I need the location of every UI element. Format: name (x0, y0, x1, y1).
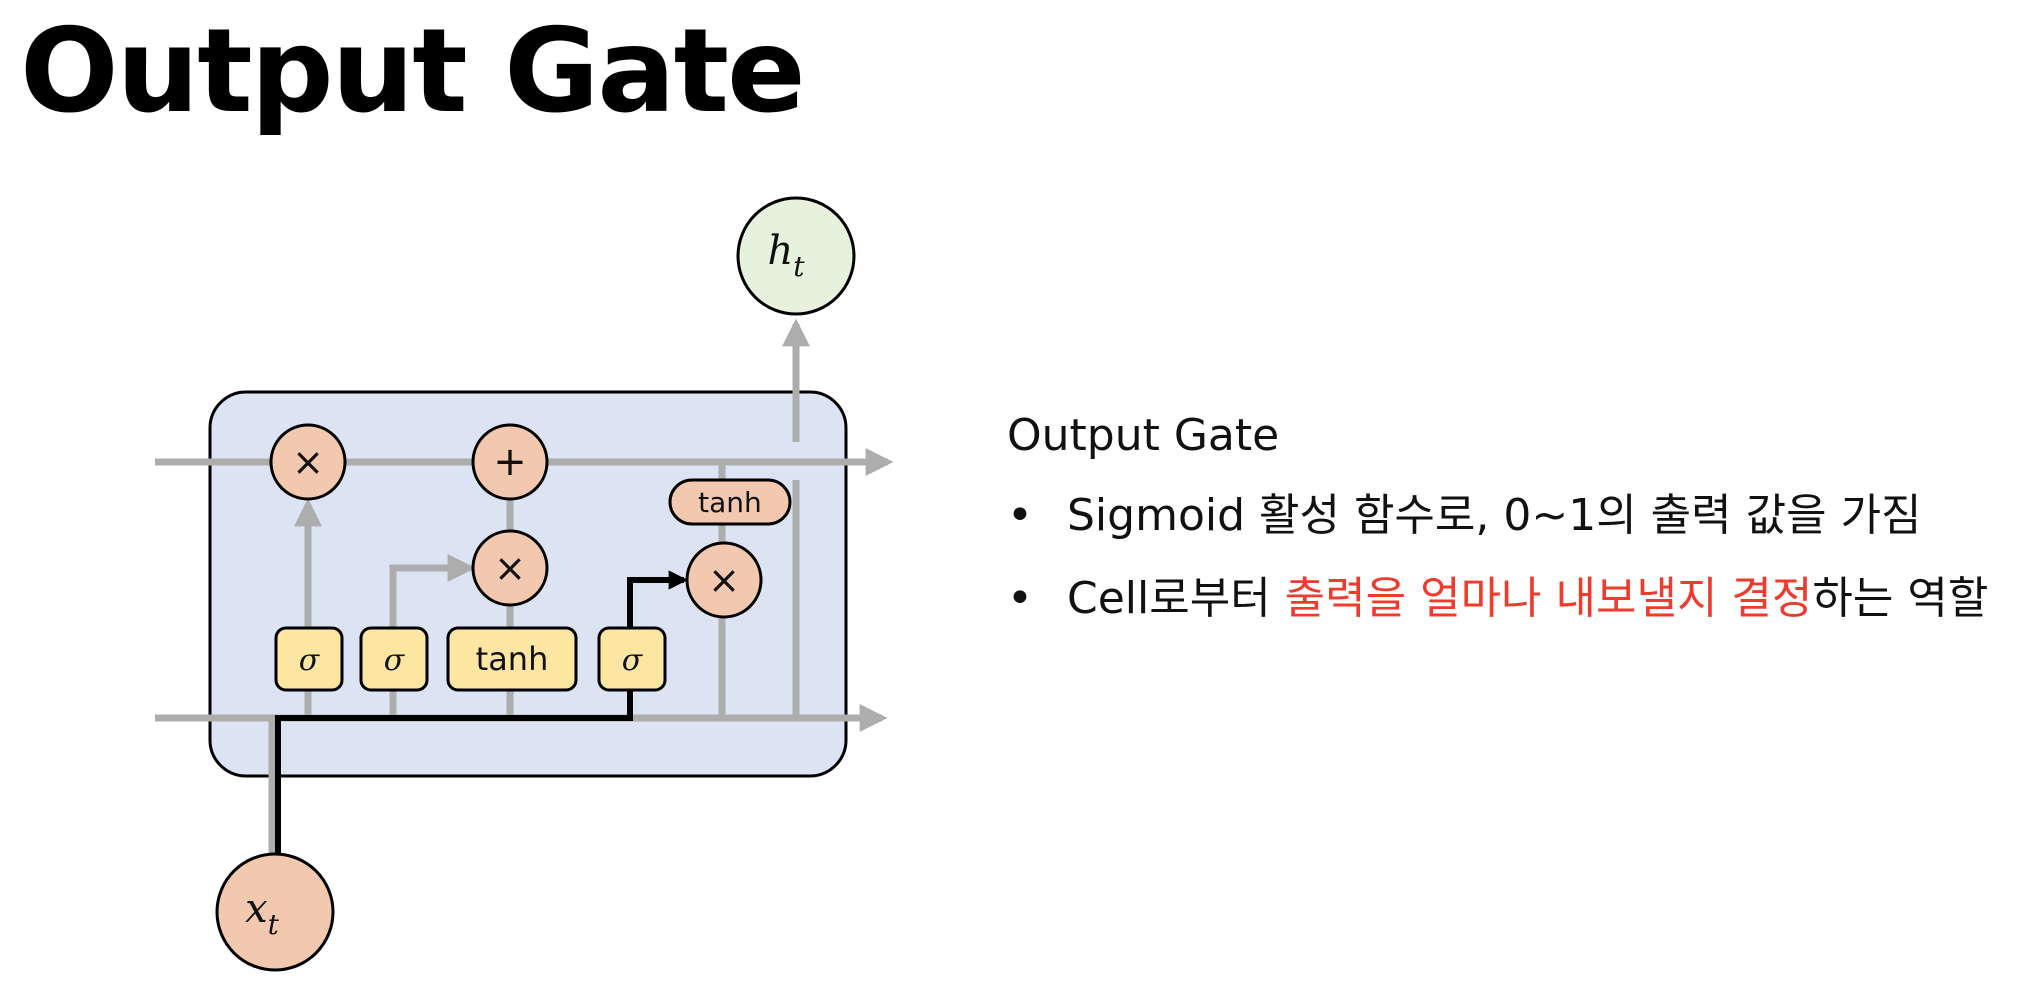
multiply-node-output: × (685, 541, 763, 619)
svg-text:×: × (494, 546, 526, 590)
svg-text:σ: σ (299, 643, 321, 678)
svg-text:σ: σ (622, 643, 644, 678)
output-gate-path (275, 570, 688, 856)
svg-text:×: × (292, 440, 324, 484)
add-node: + (471, 423, 549, 501)
page-title: Output Gate (20, 4, 806, 139)
output-node-ht: ht (736, 196, 856, 316)
bullet-suffix: 하는 역할 (1812, 573, 1989, 625)
svg-text:tanh: tanh (698, 486, 762, 519)
bullet-item: Sigmoid 활성 함수로, 0~1의 출력 값을 가짐 (1007, 485, 2007, 547)
multiply-node-forget: × (269, 423, 347, 501)
bullet-item: Cell로부터 출력을 얼마나 내보낼지 결정하는 역할 (1007, 568, 2007, 630)
panel-heading: Output Gate (1007, 410, 1280, 461)
svg-text:xt: xt (245, 886, 280, 941)
forget-gate-sigma-box: σ (274, 626, 344, 692)
svg-text:σ: σ (384, 643, 406, 678)
svg-text:ht: ht (767, 228, 805, 283)
multiply-node-input: × (471, 529, 549, 607)
svg-text:+: + (493, 439, 527, 485)
svg-text:×: × (708, 558, 740, 602)
input-gate-sigma-box: σ (359, 626, 429, 692)
bullet-text: Sigmoid 활성 함수로, 0~1의 출력 값을 가짐 (1067, 489, 1922, 541)
explanation-panel: Output Gate Sigmoid 활성 함수로, 0~1의 출력 값을 가… (1007, 405, 2007, 652)
tanh-op-node: tanh (668, 478, 792, 526)
lstm-output-gate-diagram: × + × × tanh σ σ tanh σ xt ht (155, 196, 894, 972)
output-gate-sigma-box: σ (597, 626, 667, 692)
candidate-tanh-box: tanh (446, 626, 578, 692)
svg-text:tanh: tanh (476, 640, 549, 678)
bullet-prefix: Cell로부터 (1067, 573, 1285, 625)
input-node-xt: xt (215, 852, 335, 972)
bullet-highlight: 출력을 얼마나 내보낼지 결정 (1284, 573, 1813, 625)
